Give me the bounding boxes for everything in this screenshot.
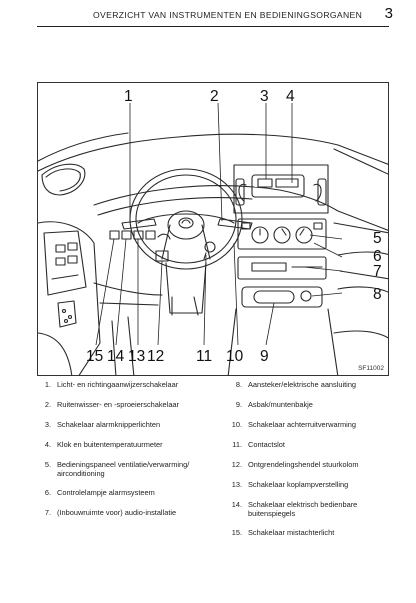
legend-text: Schakelaar elektrisch bedienbare buitens… [248, 500, 358, 518]
callout-7: 7 [373, 263, 382, 280]
legend-number: 1. [44, 380, 51, 389]
legend-item: 1. Licht- en richtingaanwijzerschakelaar [37, 380, 215, 389]
legend-item: 15. Schakelaar mistachterlicht [228, 528, 398, 537]
callout-9: 9 [260, 348, 269, 365]
callout-15: 15 [86, 348, 104, 365]
legend-text: Contactslot [248, 440, 285, 449]
windshield-edge [38, 136, 179, 172]
callout-5: 5 [373, 230, 382, 247]
legend-text: Licht- en richtingaanwijzerschakelaar [57, 380, 179, 389]
legend-item: 13. Schakelaar koplampverstelling [228, 480, 398, 489]
legend-number: 2. [44, 400, 51, 409]
ashtray [253, 290, 295, 304]
legend-number: 11. [232, 440, 242, 449]
legend-text: Asbak/muntenbakje [248, 400, 313, 409]
figure-code: SF11002 [358, 365, 384, 372]
callout-10: 10 [226, 348, 244, 365]
dashboard-illustration: 1 2 3 4 5 6 7 8 9 10 11 12 13 14 15 SF11… [37, 82, 389, 376]
legend-number: 12. [231, 460, 242, 469]
legend-number: 7. [44, 508, 51, 517]
legend-text: Bedieningspaneel ventilatie/verwarming/ … [57, 460, 190, 478]
legend-number: 8. [235, 380, 242, 389]
leader-lines [95, 102, 343, 346]
callout-12: 12 [147, 348, 165, 365]
legend-item: 11. Contactslot [228, 440, 398, 449]
clock-display [251, 174, 305, 198]
legend-text: Schakelaar mistachterlicht [248, 528, 335, 537]
steering-hub [167, 210, 205, 240]
legend-number: 5. [44, 460, 51, 469]
legend-text: Aansteker/elektrische aansluiting [248, 380, 357, 389]
legend-item: 14. Schakelaar elektrisch bedienbare bui… [228, 500, 398, 518]
legend-item: 6. Controlelampje alarmsysteem [37, 488, 215, 497]
legend-item: 2. Ruitenwisser- en -sproeierschakelaar [37, 400, 215, 409]
legend-number: 9. [235, 400, 242, 409]
center-stack-top [233, 164, 329, 214]
legend-number: 4. [44, 440, 51, 449]
callout-3: 3 [260, 88, 269, 105]
callout-11: 11 [196, 348, 213, 365]
legend-text: Controlelampje alarmsysteem [57, 488, 155, 497]
legend-text: Ruitenwisser- en -sproeierschakelaar [57, 400, 179, 409]
climate-panel [237, 218, 327, 250]
light-stalk [121, 218, 157, 230]
legend-text: Schakelaar alarmknipperlichten [57, 420, 161, 429]
callout-13: 13 [128, 348, 146, 365]
callout-2: 2 [210, 88, 219, 105]
legend-number: 13. [231, 480, 242, 489]
legend-item: 4. Klok en buitentemperatuurmeter [37, 440, 215, 449]
callout-6: 6 [373, 248, 382, 265]
legend-text: Schakelaar koplampverstelling [248, 480, 349, 489]
legend-number: 15. [231, 528, 242, 537]
legend-number: 10. [231, 420, 242, 429]
legend-number: 6. [44, 488, 51, 497]
legend-number: 14. [231, 500, 242, 509]
legend-item: 7. (Inbouwruimte voor) audio-installatie [37, 508, 215, 517]
dashboard-drawing [38, 102, 388, 375]
legend-text: (Inbouwruimte voor) audio-installatie [57, 508, 177, 517]
callout-14: 14 [107, 348, 125, 365]
legend-item: 9. Asbak/muntenbakje [228, 400, 398, 409]
fog-light-switch [109, 230, 120, 240]
legend-text: Ontgrendelingshendel stuurkolom [248, 460, 359, 469]
page-header: OVERZICHT VAN INSTRUMENTEN EN BEDIENINGS… [37, 5, 393, 27]
legend-number: 3. [44, 420, 51, 429]
window-switch-panel [43, 230, 87, 296]
legend-item: 10. Schakelaar achterruitverwarming [228, 420, 398, 429]
cigarette-lighter [300, 290, 312, 302]
legend-item: 5. Bedieningspaneel ventilatie/verwarmin… [37, 460, 215, 478]
side-mirror [41, 163, 86, 196]
audio-unit [237, 256, 327, 280]
header-title: OVERZICHT VAN INSTRUMENTEN EN BEDIENINGS… [93, 10, 363, 20]
callout-8: 8 [373, 286, 382, 303]
legend-item: 12. Ontgrendelingshendel stuurkolom [228, 460, 398, 469]
callout-1: 1 [124, 88, 133, 105]
legend-item: 3. Schakelaar alarmknipperlichten [37, 420, 215, 429]
page-number: 3 [384, 5, 393, 22]
legend-text: Schakelaar achterruitverwarming [248, 420, 357, 429]
legend-item: 8. Aansteker/elektrische aansluiting [228, 380, 398, 389]
wiper-stalk [217, 218, 253, 230]
legend-text: Klok en buitentemperatuurmeter [57, 440, 163, 449]
callout-4: 4 [286, 88, 295, 105]
